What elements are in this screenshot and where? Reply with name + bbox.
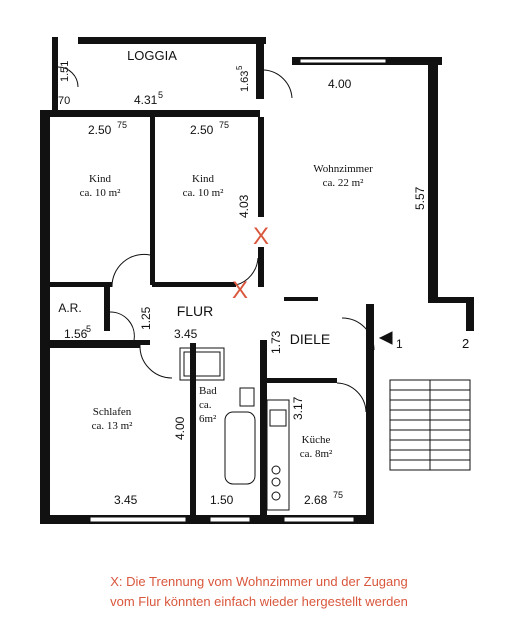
wall-loggia-left xyxy=(52,37,58,111)
door-entrance xyxy=(341,317,375,351)
door-swings xyxy=(57,66,375,413)
wall-kueche-top xyxy=(267,378,337,383)
label-bad-name: Bad xyxy=(199,385,217,397)
label-bad-area1: ca. xyxy=(199,399,212,411)
label-diele: DIELE xyxy=(290,331,330,347)
dim-250-b: 2.50 xyxy=(190,123,214,137)
wall-stair-right xyxy=(466,297,474,331)
wall-wohn-bottom-right xyxy=(428,297,468,303)
bad-fixtures xyxy=(179,347,256,485)
dim-268-sup: 75 xyxy=(333,490,343,500)
label-ar: A.R. xyxy=(58,301,81,315)
label-kind1-name: Kind xyxy=(89,173,112,185)
wall-top-main xyxy=(40,110,260,117)
floor-plan: LOGGIA Kind ca. 10 m² Kind ca. 10 m² Woh… xyxy=(40,37,474,524)
door-loggia-left xyxy=(57,66,79,88)
walls xyxy=(40,37,474,524)
door-kind1 xyxy=(111,253,151,288)
wall-schlafen-bad xyxy=(190,343,196,523)
dim-557: 5.57 xyxy=(413,186,427,210)
wall-kind1-bottom xyxy=(50,282,112,287)
door-schlafen xyxy=(139,344,173,379)
door-ar xyxy=(109,311,135,341)
stairs xyxy=(378,331,471,471)
label-kind1-area: ca. 10 m² xyxy=(80,187,122,199)
stair-label-1: 1 xyxy=(396,337,403,351)
label-kueche-name: Küche xyxy=(302,434,331,446)
sink-icon xyxy=(239,387,255,407)
dim-150: 1.50 xyxy=(210,493,234,507)
dim-345-a: 3.45 xyxy=(174,327,198,341)
caption-line-1: X: Die Trennung vom Wohnzimmer und der Z… xyxy=(110,574,408,589)
dim-250-a-sup: 75 xyxy=(117,120,127,130)
dim-317: 3.17 xyxy=(291,396,305,420)
window-wohn xyxy=(299,58,387,64)
label-wohn-name: Wohnzimmer xyxy=(313,163,373,175)
wall-bad-kueche xyxy=(260,340,267,523)
dim-1635-sup: 5 xyxy=(235,65,244,70)
windows xyxy=(89,58,387,523)
label-wohn-area: ca. 22 m² xyxy=(323,177,365,189)
stove-burner-icon xyxy=(271,491,281,501)
wall-right-upper xyxy=(428,57,438,301)
door-loggia-right xyxy=(263,69,293,99)
wall-schlafen-top xyxy=(50,343,140,348)
wall-ar-bottom xyxy=(50,340,150,345)
label-schlafen-area: ca. 13 m² xyxy=(92,420,134,432)
dim-70: 70 xyxy=(58,95,70,107)
wall-kind-divider xyxy=(150,117,155,285)
mark-x-door: X xyxy=(232,277,248,304)
dim-173: 1.73 xyxy=(269,330,283,354)
label-schlafen-name: Schlafen xyxy=(93,406,132,418)
label-kueche-area: ca. 8m² xyxy=(300,448,333,460)
dim-400-top: 4.00 xyxy=(328,77,352,91)
dim-156: 1.56 xyxy=(64,327,88,341)
label-loggia: LOGGIA xyxy=(127,48,177,63)
label-kind2-area: ca. 10 m² xyxy=(183,187,225,199)
window-schlafen xyxy=(89,516,187,523)
bathtub-icon xyxy=(224,411,256,485)
dim-403: 4.03 xyxy=(237,194,251,218)
stove-burner-icon xyxy=(271,465,281,475)
dim-268: 2.68 xyxy=(304,493,328,507)
window-kueche xyxy=(283,516,355,523)
dim-345-b: 3.45 xyxy=(114,493,138,507)
wall-wohn-door xyxy=(284,297,318,301)
dim-1635: 1.63 xyxy=(239,71,251,92)
kitchen-sink-icon xyxy=(269,409,287,427)
dim-125: 1.25 xyxy=(139,306,153,330)
dim-431-sup: 5 xyxy=(158,90,163,100)
stair-arrow-icon xyxy=(378,331,393,345)
kitchen-counter xyxy=(266,399,290,511)
kueche-fixtures xyxy=(266,399,290,511)
dim-156-sup: 5 xyxy=(86,324,91,334)
stair-label-2: 2 xyxy=(462,336,469,351)
dim-250-b-sup: 75 xyxy=(219,120,229,130)
shower-inner xyxy=(183,351,221,377)
window-bad xyxy=(209,516,251,523)
wall-left xyxy=(40,110,50,522)
wall-ar-right xyxy=(104,287,110,331)
dim-250-a: 2.50 xyxy=(88,123,112,137)
wall-stair xyxy=(366,304,374,524)
caption-line-2: vom Flur könnten einfach wieder hergeste… xyxy=(110,594,408,609)
wall-kind2-wohn-upper xyxy=(258,117,264,217)
dim-400-left: 4.00 xyxy=(173,416,187,440)
label-flur: FLUR xyxy=(177,303,214,319)
wall-kind2-bottom xyxy=(152,282,236,287)
shower-icon xyxy=(179,347,225,381)
mark-x-wall: X xyxy=(253,223,269,250)
dim-431: 4.31 xyxy=(134,93,158,107)
wall-bottom xyxy=(40,515,374,524)
dim-151: 1.51 xyxy=(59,61,71,82)
wall-loggia-top xyxy=(78,37,266,44)
wall-loggia-right xyxy=(256,37,264,99)
label-bad-area2: 6m² xyxy=(199,413,217,425)
door-kind2 xyxy=(235,257,259,286)
wall-kind2-wohn-lower xyxy=(258,247,264,287)
door-kueche xyxy=(336,382,367,413)
label-kind2-name: Kind xyxy=(192,173,215,185)
stove-burner-icon xyxy=(271,477,281,487)
